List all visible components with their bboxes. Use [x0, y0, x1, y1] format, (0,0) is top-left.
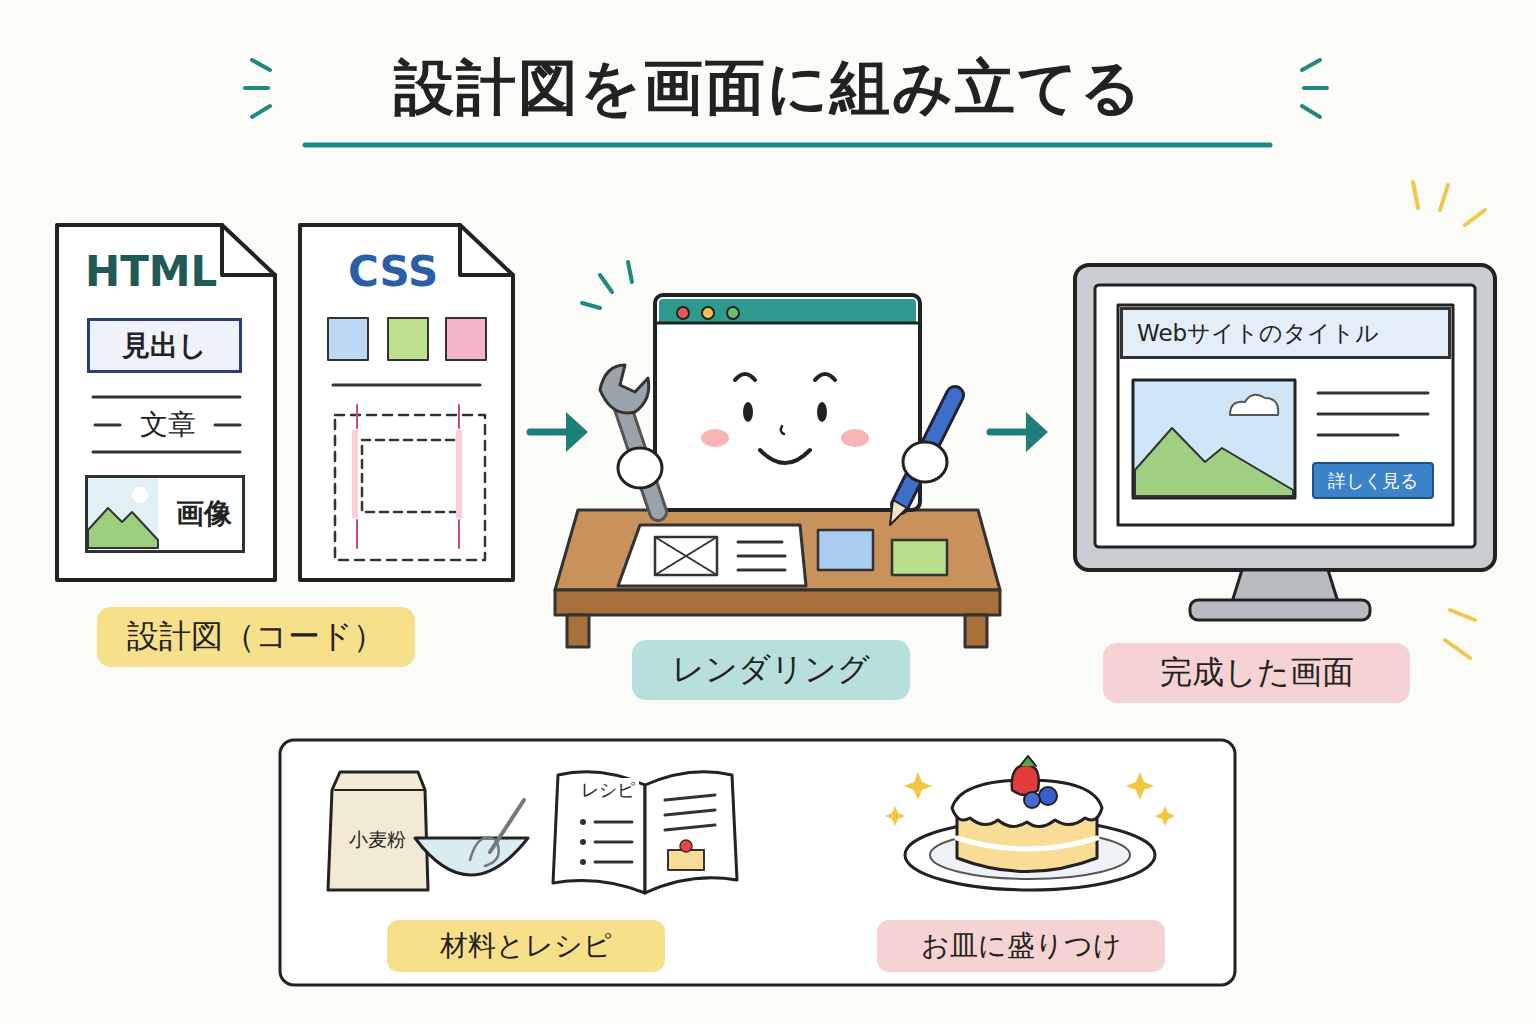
node-text: CSS	[348, 247, 438, 296]
image-box: 画像	[85, 475, 245, 553]
node-text: HTML	[85, 247, 217, 296]
css-document: CSS	[300, 225, 513, 580]
node-text: 見出し	[122, 327, 207, 365]
detail-button: 詳しく見る	[1312, 462, 1434, 499]
node-text: 設計図（コード）	[127, 615, 385, 659]
flour-label: 小麦粉	[345, 827, 410, 853]
plating-pill: お皿に盛りつけ	[877, 920, 1165, 972]
html-document: HTML 見出し画像	[57, 225, 275, 580]
sentence-label: 文章	[136, 406, 200, 444]
node-text: レンダリング	[672, 648, 870, 692]
ingredients-pill: 材料とレシピ	[387, 920, 665, 972]
node-text: 画像	[176, 495, 232, 533]
node-text: Webサイトのタイトル	[1137, 318, 1379, 349]
node-text: 材料とレシピ	[440, 927, 612, 965]
heading-box: 見出し	[87, 318, 242, 373]
code-pill: 設計図（コード）	[97, 607, 415, 667]
result-pill: 完成した画面	[1103, 643, 1410, 703]
recipe-label: レシピ	[577, 778, 639, 802]
site-title-bar: Webサイトのタイトル	[1120, 307, 1451, 359]
node-text: お皿に盛りつけ	[921, 927, 1122, 965]
node-text: 詳しく見る	[1328, 469, 1418, 493]
rendering-pill: レンダリング	[632, 640, 910, 700]
diagram-title: 設計図を画面に組み立てる	[394, 48, 1143, 129]
node-text: 完成した画面	[1160, 651, 1354, 695]
